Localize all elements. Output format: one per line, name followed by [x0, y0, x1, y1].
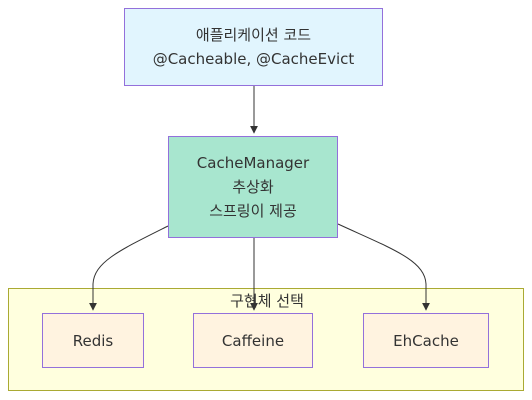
- redis-node: Redis: [42, 313, 144, 368]
- ehcache-node: EhCache: [363, 313, 489, 368]
- app-node-annotations: @Cacheable, @CacheEvict: [152, 50, 355, 68]
- manager-node-subtitle: 추상화: [232, 178, 274, 196]
- caffeine-label: Caffeine: [221, 331, 285, 350]
- app-code-node: 애플리케이션 코드 @Cacheable, @CacheEvict: [124, 8, 383, 86]
- manager-node-provider: 스프링이 제공: [209, 202, 297, 220]
- redis-label: Redis: [72, 331, 114, 350]
- edge-manager-to-redis: [89, 225, 169, 311]
- cache-manager-node: CacheManager 추상화 스프링이 제공: [168, 136, 338, 238]
- manager-node-title: CacheManager: [196, 154, 310, 172]
- app-node-title: 애플리케이션 코드: [195, 26, 312, 44]
- cluster-title: 구현체 선택: [230, 292, 304, 310]
- ehcache-label: EhCache: [393, 331, 459, 350]
- edge-manager-to-ehcache: [337, 223, 430, 311]
- caffeine-node: Caffeine: [193, 313, 313, 368]
